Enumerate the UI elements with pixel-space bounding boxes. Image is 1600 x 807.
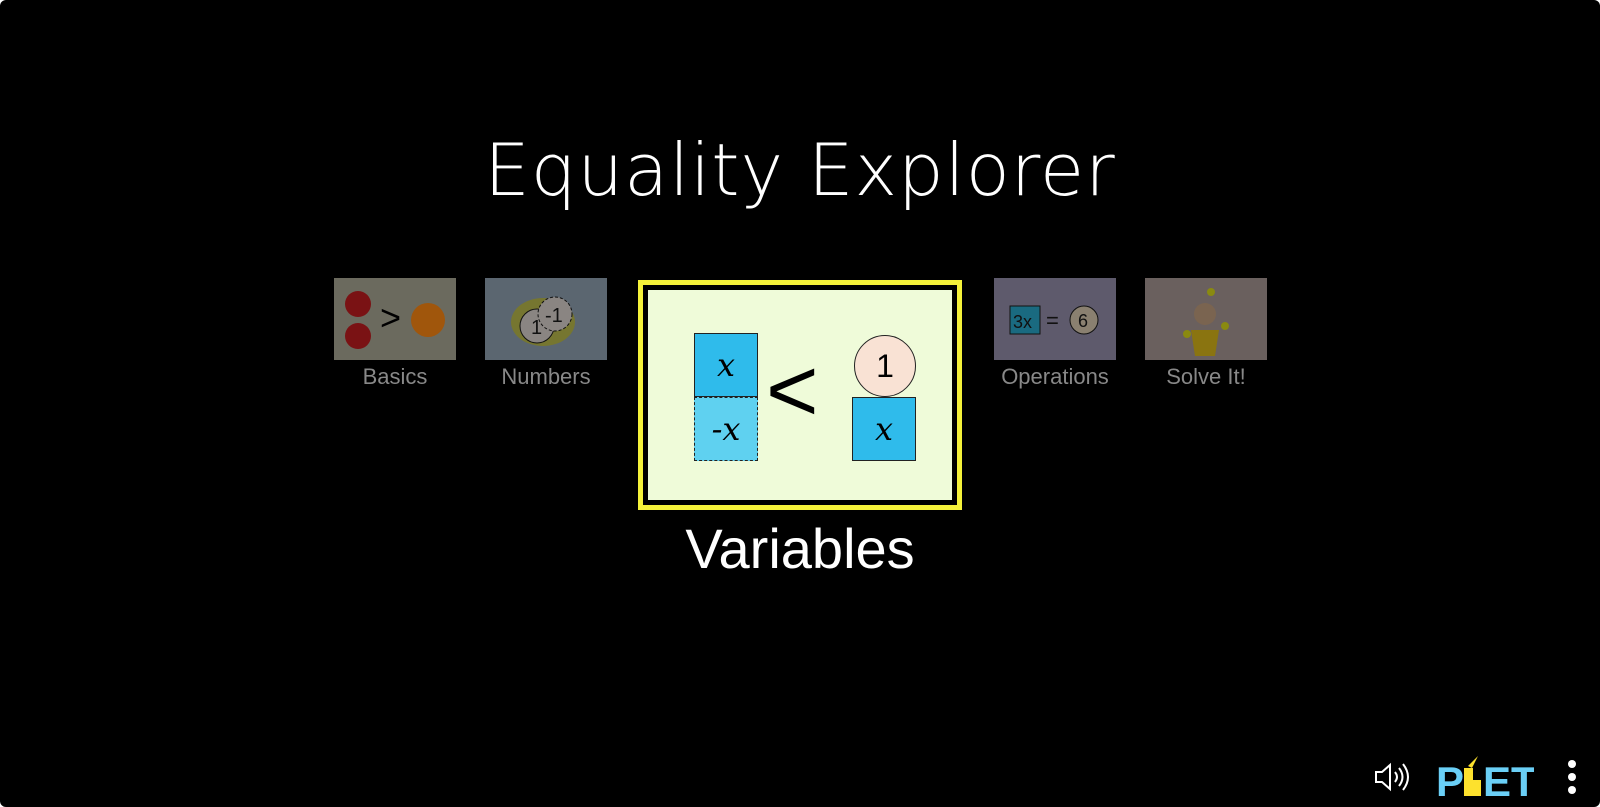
svg-text:ET: ET (1483, 758, 1534, 800)
equals-label: = (1046, 308, 1059, 333)
kebab-menu-icon[interactable] (1566, 758, 1578, 798)
apples-greater-than-orange-icon: > (345, 291, 445, 349)
svg-text:P: P (1436, 758, 1464, 800)
screen-label: Operations (1001, 364, 1109, 389)
term-label: 3x (1013, 312, 1032, 332)
screen-button-basics[interactable]: > Basics (334, 278, 456, 390)
neg-x-tile: -x (694, 397, 758, 461)
solve-it-thumbnail (1145, 278, 1267, 360)
screen-button-operations[interactable]: 3x = 6 Operations (994, 278, 1116, 390)
character-juggling-stars-icon (1183, 288, 1229, 356)
neg-one-label: -1 (545, 305, 563, 327)
screen-button-solve-it[interactable]: Solve It! (1145, 278, 1267, 390)
speaker-icon[interactable] (1372, 760, 1416, 794)
phet-logo[interactable]: P ET (1434, 752, 1534, 800)
one-tile: 1 (854, 335, 916, 397)
numbers-thumbnail: 1 -1 (485, 278, 607, 360)
equation-icon: 3x = 6 (1009, 305, 1099, 335)
x-tile: x (694, 333, 758, 397)
screen-label: Solve It! (1166, 364, 1246, 389)
selected-screen-label: Variables (685, 517, 915, 580)
screen-button-variables-selected[interactable]: x -x < 1 x (638, 280, 962, 510)
sim-title: Equality Explorer (484, 128, 1116, 212)
basics-thumbnail: > (334, 278, 456, 360)
screen-button-numbers[interactable]: 1 -1 Numbers (485, 278, 607, 390)
operations-thumbnail: 3x = 6 (994, 278, 1116, 360)
less-than-sign: < (766, 341, 819, 441)
six-label: 6 (1078, 311, 1088, 331)
screen-label: Basics (362, 364, 428, 389)
screen-label: Numbers (501, 364, 591, 389)
x-tile-right: x (852, 397, 916, 461)
number-tiles-icon: 1 -1 (511, 296, 575, 346)
one-label: 1 (531, 317, 542, 339)
variables-thumbnail: x -x < 1 x (648, 290, 952, 500)
svg-text:>: > (380, 297, 401, 338)
